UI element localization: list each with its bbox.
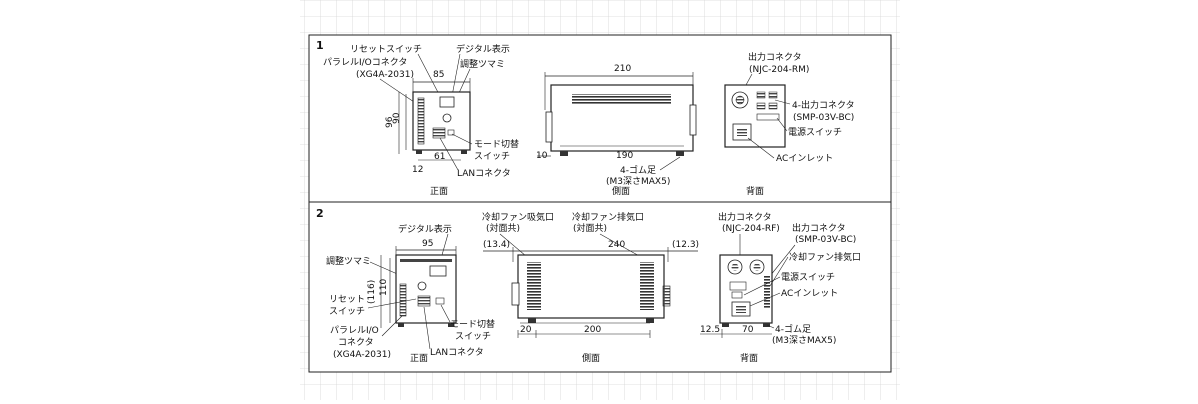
side2-exhaust-vent: [640, 262, 654, 310]
mode-switch: [435, 297, 445, 305]
label-fan-intake-note: (対面共): [486, 222, 520, 234]
rear2-fan-exhaust: [764, 276, 770, 308]
label-rear2-feet: 4-ゴム足: [775, 323, 811, 335]
dim-side2-left: (13.4): [483, 240, 510, 250]
dim-front1-width: 85: [433, 70, 444, 80]
parallel-io-connector: [399, 283, 407, 317]
panel-2: 2 デジタル表示 95 調整ツマミ (116) 110 リセット スイ: [316, 207, 861, 364]
panel-1: 1 リセットスイッチ デジタル表示 パラレルI/Oコネクタ 調整ツマミ (XG4…: [316, 39, 855, 197]
caption-rear-1: 背面: [746, 185, 764, 197]
label-4out-connector: 4-出力コネクタ: [792, 99, 855, 111]
label-side1-feet: 4-ゴム足: [620, 164, 656, 176]
label-parallel-1: パラレルI/O: [330, 325, 379, 336]
dim-front2-height-inner: 110: [379, 279, 389, 296]
power-switch: [756, 113, 780, 121]
dim-side2-total: 240: [608, 240, 625, 250]
front-view-1: リセットスイッチ デジタル表示 パラレルI/Oコネクタ 調整ツマミ (XG4A-…: [323, 43, 519, 197]
rear-view-2: 出力コネクタ (NJC-204-RF) 出力コネクタ (SMP-03V-BC) …: [700, 211, 861, 364]
dim-side1-total: 210: [614, 64, 631, 74]
side-view-1: 210 10 190 4-ゴム足 (M3深さMAX5) 側面: [536, 64, 697, 197]
dim-side2-base: 200: [584, 325, 601, 335]
label-rear2-feet-spec: (M3深さMAX5): [772, 335, 836, 346]
label-parallel-io: パラレルI/Oコネクタ: [323, 57, 407, 68]
adjust-knob: [442, 113, 452, 123]
label-digital-display: デジタル表示: [398, 223, 452, 235]
side1-vent: [572, 94, 671, 104]
front-view-2: デジタル表示 95 調整ツマミ (116) 110 リセット スイッチ パラレ: [326, 223, 495, 364]
label-fan-exhaust-note: (対面共): [573, 222, 607, 234]
label-mode-switch-2: スイッチ: [455, 331, 491, 342]
dim-side1-offset: 10: [536, 151, 548, 161]
adjust-knob: [417, 281, 427, 291]
panel-number: 1: [316, 39, 324, 52]
caption-front-1: 正面: [430, 186, 448, 197]
label-power-switch: 電源スイッチ: [788, 127, 842, 138]
label-output-connector: 出力コネクタ: [718, 211, 772, 223]
caption-rear-2: 背面: [740, 352, 758, 364]
label-parallel-2: コネクタ: [338, 337, 374, 348]
lan-connector: [432, 127, 446, 139]
label-adjust-knob: 調整ツマミ: [460, 58, 505, 70]
label-mode-switch-1: モード切替: [450, 318, 495, 330]
panel-number: 2: [316, 207, 324, 220]
label-output-part: (NJC-204-RF): [722, 224, 780, 234]
label-4out-part: (SMP-03V-BC): [793, 113, 854, 123]
label-reset-switch: リセットスイッチ: [350, 44, 422, 55]
dim-side1-base: 190: [616, 151, 633, 161]
dim-rear2-left: 12.5: [700, 325, 720, 335]
parallel-io-connector: [417, 97, 425, 145]
caption-side-1: 側面: [612, 185, 630, 197]
label-side1-feet-spec: (M3深さMAX5): [606, 176, 670, 187]
label-fan-intake: 冷却ファン吸気口: [482, 211, 554, 223]
dim-side2-offset: 20: [520, 325, 532, 335]
label-output2-part: (SMP-03V-BC): [795, 235, 856, 245]
label-output-part: (NJC-204-RM): [749, 65, 809, 75]
dim-front1-bottom: 61: [434, 152, 445, 162]
label-parallel-io-part: (XG4A-2031): [356, 70, 414, 80]
label-output-connector: 出力コネクタ: [748, 51, 802, 63]
dim-front2-width: 95: [422, 239, 433, 249]
label-ac-inlet: ACインレット: [781, 289, 838, 299]
label-reset-1: リセット: [329, 294, 365, 305]
label-adjust-knob: 調整ツマミ: [326, 255, 371, 267]
digital-display: [429, 265, 447, 277]
label-fan-exhaust: 冷却ファン排気口: [572, 211, 644, 223]
dim-front1-height-inner: 90: [392, 112, 402, 124]
label-ac-inlet: ACインレット: [776, 154, 833, 164]
caption-front-2: 正面: [410, 353, 428, 364]
side-view-2: 冷却ファン吸気口 (対面共) 冷却ファン排気口 (対面共) (13.4) 240…: [482, 211, 699, 364]
label-reset-2: スイッチ: [329, 306, 365, 317]
rear-view-1: 出力コネクタ (NJC-204-RM) 4-出力コネクタ (SMP-03V-BC…: [724, 51, 855, 197]
dim-rear2-width: 70: [742, 325, 754, 335]
mode-switch: [447, 129, 455, 136]
caption-side-2: 側面: [582, 352, 600, 364]
label-lan-connector: LANコネクタ: [457, 168, 511, 179]
dim-front1-foot: 12: [412, 165, 423, 175]
label-power-switch: 電源スイッチ: [781, 272, 835, 283]
lan-connector: [417, 295, 431, 307]
dim-front1-height-outer: 96: [385, 116, 395, 128]
digital-display: [439, 96, 455, 108]
power-switch: [731, 291, 743, 299]
label-output-connector-2: 出力コネクタ: [792, 222, 846, 234]
label-lan-connector: LANコネクタ: [430, 347, 484, 358]
label-parallel-part: (XG4A-2031): [333, 350, 391, 360]
label-mode-switch-1: モード切替: [474, 138, 519, 150]
label-mode-switch-2: スイッチ: [474, 151, 510, 162]
label-digital-display: デジタル表示: [456, 43, 510, 55]
dim-front2-height-outer: (116): [367, 280, 377, 304]
dim-side2-right: (12.3): [672, 240, 699, 250]
label-fan-exhaust: 冷却ファン排気口: [789, 251, 861, 263]
side2-intake-vent: [527, 262, 541, 310]
